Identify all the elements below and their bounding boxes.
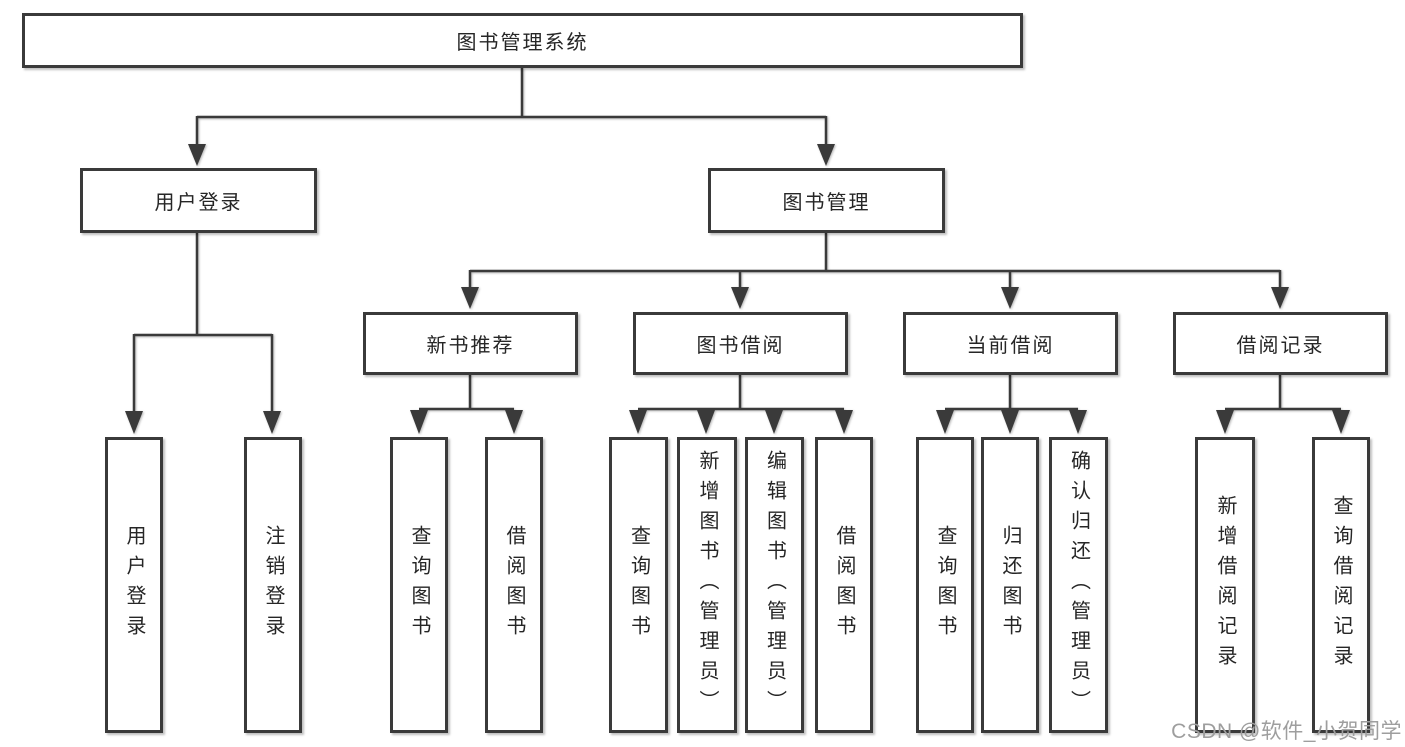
node-leaf-logout-label: 注销登录 [262, 525, 284, 645]
arrowheads [125, 144, 1350, 434]
node-leaf-bb-query-book-label: 查询图书 [627, 525, 650, 645]
node-leaf-br-add-record: 新增借阅记录 [1195, 437, 1255, 733]
node-current-borrow-label: 当前借阅 [966, 335, 1055, 357]
node-leaf-rec-query-book: 查询图书 [390, 437, 448, 733]
node-user-login: 用户登录 [80, 168, 317, 233]
node-current-borrow: 当前借阅 [903, 312, 1118, 375]
node-leaf-rec-query-book-label: 查询图书 [408, 525, 430, 645]
node-leaf-bb-edit-book: 编辑图书（管理员） [745, 437, 804, 733]
node-leaf-br-query-record-label: 查询借阅记录 [1330, 495, 1352, 675]
node-leaf-rec-borrow-book: 借阅图书 [485, 437, 543, 733]
node-leaf-cb-query-book-label: 查询图书 [934, 525, 956, 645]
node-new-book-recommend: 新书推荐 [363, 312, 578, 375]
node-leaf-cb-confirm-return: 确认归还（管理员） [1049, 437, 1108, 733]
node-leaf-cb-return-book: 归还图书 [981, 437, 1039, 733]
node-book-management: 图书管理 [708, 168, 945, 233]
node-new-book-recommend-label: 新书推荐 [426, 335, 515, 357]
node-leaf-cb-return-book-label: 归还图书 [999, 525, 1021, 645]
csdn-watermark: CSDN @软件_小贺同学 [1171, 720, 1402, 743]
node-leaf-cb-confirm-return-label: 确认归还（管理员） [1067, 450, 1090, 720]
node-leaf-bb-add-book-label: 新增图书（管理员） [696, 450, 718, 720]
node-leaf-user-login: 用户登录 [105, 437, 163, 733]
node-library-system-label: 图书管理系统 [456, 32, 589, 54]
node-leaf-rec-borrow-book-label: 借阅图书 [503, 525, 525, 645]
node-book-borrow: 图书借阅 [633, 312, 848, 375]
node-borrow-record: 借阅记录 [1173, 312, 1388, 375]
node-leaf-bb-borrow-book-label: 借阅图书 [833, 525, 855, 645]
node-library-system: 图书管理系统 [22, 13, 1023, 68]
node-leaf-logout: 注销登录 [244, 437, 302, 733]
connector-edges [132, 68, 1341, 412]
node-book-borrow-label: 图书借阅 [696, 335, 785, 357]
node-leaf-user-login-label: 用户登录 [123, 525, 145, 645]
node-leaf-bb-edit-book-label: 编辑图书（管理员） [763, 450, 786, 720]
node-leaf-br-add-record-label: 新增借阅记录 [1214, 495, 1236, 675]
node-leaf-bb-query-book: 查询图书 [609, 437, 668, 733]
node-user-login-label: 用户登录 [154, 192, 243, 214]
node-book-management-label: 图书管理 [782, 192, 871, 214]
node-leaf-cb-query-book: 查询图书 [916, 437, 974, 733]
node-borrow-record-label: 借阅记录 [1236, 335, 1325, 357]
node-leaf-bb-borrow-book: 借阅图书 [815, 437, 873, 733]
node-leaf-br-query-record: 查询借阅记录 [1312, 437, 1370, 733]
node-leaf-bb-add-book: 新增图书（管理员） [677, 437, 737, 733]
